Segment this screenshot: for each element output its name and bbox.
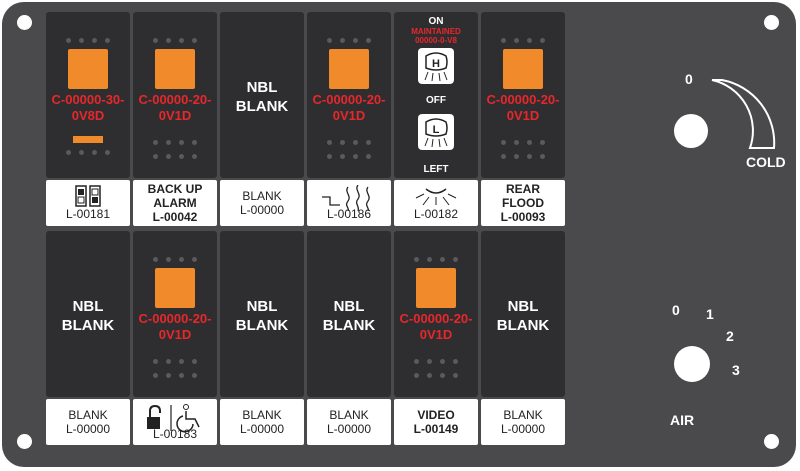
switch-1[interactable]: C-00000-30-0V8D [46, 12, 130, 178]
legend-part-number: L-00042 [152, 210, 198, 224]
legend-9: BLANK L-00000 [220, 399, 304, 445]
switch-4[interactable]: C-00000-20-0V1D [307, 12, 391, 178]
switch-code: C-00000-20-0V1D [399, 311, 473, 342]
svg-text:L: L [433, 124, 440, 136]
position-on-label: ON [428, 16, 444, 27]
legend-line-1: BLANK [503, 408, 543, 422]
legend-12: BLANK L-00000 [481, 399, 565, 445]
indicator-lamp [503, 49, 543, 89]
indicator-lamp [329, 49, 369, 89]
legend-line-1: BACK UP [147, 182, 203, 196]
air-position-1: 1 [706, 306, 714, 322]
temp-cold-label: COLD [746, 154, 786, 170]
legend-part-number: L-00000 [65, 422, 111, 436]
indicator-lamp [68, 49, 108, 89]
mount-hole-top-left [17, 15, 32, 30]
position-left-label: LEFT [423, 164, 449, 175]
heat-waves-icon [322, 185, 370, 211]
control-panel: C-00000-30-0V8D L-00181 C-00000-20-0V1D … [2, 2, 796, 467]
mount-hole-bottom-right [764, 434, 779, 449]
legend-part-number: L-00149 [413, 422, 459, 436]
indicator-bar [73, 136, 103, 143]
legend-part-number: L-00093 [500, 210, 546, 224]
legend-10: BLANK L-00000 [307, 399, 391, 445]
legend-8: L-00183 [133, 399, 217, 445]
legend-7: BLANK L-00000 [46, 399, 130, 445]
lock-wheelchair-icon [147, 404, 200, 433]
legend-line-1: VIDEO [417, 408, 455, 422]
legend-part-number: L-00183 [152, 427, 198, 441]
switch-2[interactable]: C-00000-20-0V1D [133, 12, 217, 178]
legend-part-number: L-00000 [239, 422, 285, 436]
switch-11[interactable]: C-00000-20-0V1D [394, 231, 478, 397]
legend-1: L-00181 [46, 180, 130, 226]
switch-code: C-00000-20-0V1D [486, 92, 560, 123]
legend-6: REAR FLOOD L-00093 [481, 180, 565, 226]
legend-line-2: ALARM [153, 196, 197, 210]
low-beam-icon: L [418, 114, 454, 150]
air-position-3: 3 [732, 362, 740, 378]
temperature-knob[interactable] [674, 114, 708, 148]
switch-code: C-00000-20-0V1D [138, 92, 212, 123]
legend-part-number: L-00181 [65, 207, 111, 221]
switch-code: C-00000-20-0V1D [138, 311, 212, 342]
legend-line-1: BLANK [329, 408, 369, 422]
switch-code: C-00000-30-0V8D [51, 92, 125, 123]
legend-line-2: FLOOD [502, 196, 544, 210]
legend-line-1: BLANK [242, 408, 282, 422]
legend-2: BACK UP ALARM L-00042 [133, 180, 217, 226]
legend-line-1: BLANK [68, 408, 108, 422]
air-position-2: 2 [726, 328, 734, 344]
legend-4: L-00186 [307, 180, 391, 226]
legend-part-number: L-00186 [326, 207, 372, 221]
legend-part-number: L-00182 [413, 207, 459, 221]
mount-hole-top-right [764, 15, 779, 30]
legend-11: VIDEO L-00149 [394, 399, 478, 445]
indicator-lamp [155, 268, 195, 308]
legend-line-1: BLANK [242, 189, 282, 203]
position-off-label: OFF [426, 95, 446, 106]
legend-line-1: REAR [505, 182, 540, 196]
legend-3: BLANK L-00000 [220, 180, 304, 226]
switch-code: C-00000-20-0V1D [312, 92, 386, 123]
temperature-scale-wedge [711, 79, 776, 149]
switch-6[interactable]: C-00000-20-0V1D [481, 12, 565, 178]
mount-hole-bottom-left [17, 434, 32, 449]
svg-text:H: H [432, 58, 440, 70]
indicator-lamp [416, 268, 456, 308]
air-label: AIR [670, 412, 695, 428]
switch-8[interactable]: C-00000-20-0V1D [133, 231, 217, 397]
high-beam-icon: H [418, 48, 454, 84]
legend-part-number: L-00000 [326, 422, 372, 436]
legend-5: L-00182 [394, 180, 478, 226]
air-position-0: 0 [672, 302, 680, 318]
temp-zero-label: 0 [685, 71, 693, 87]
legend-part-number: L-00000 [239, 203, 285, 217]
light-beam-icon [415, 188, 457, 206]
indicator-lamp [155, 49, 195, 89]
legend-part-number: L-00000 [500, 422, 546, 436]
air-knob[interactable] [674, 346, 710, 382]
dual-rocker-icon [75, 185, 101, 207]
